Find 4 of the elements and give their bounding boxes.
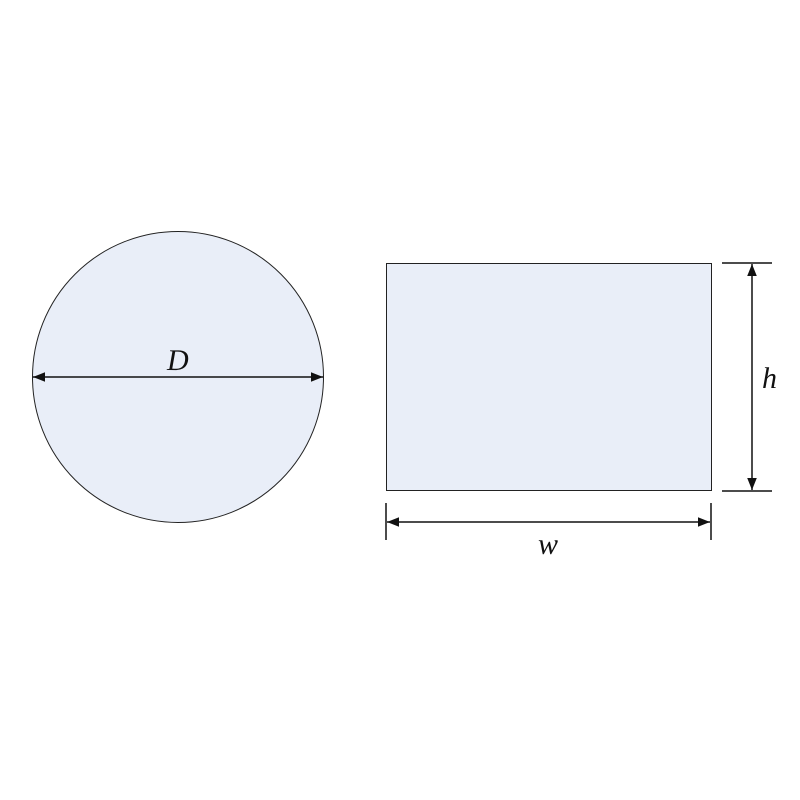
- dimension-label: w: [538, 530, 558, 560]
- rectangle: [386, 263, 712, 491]
- dimension-label: h: [762, 364, 777, 394]
- dimension-label: D: [167, 346, 189, 376]
